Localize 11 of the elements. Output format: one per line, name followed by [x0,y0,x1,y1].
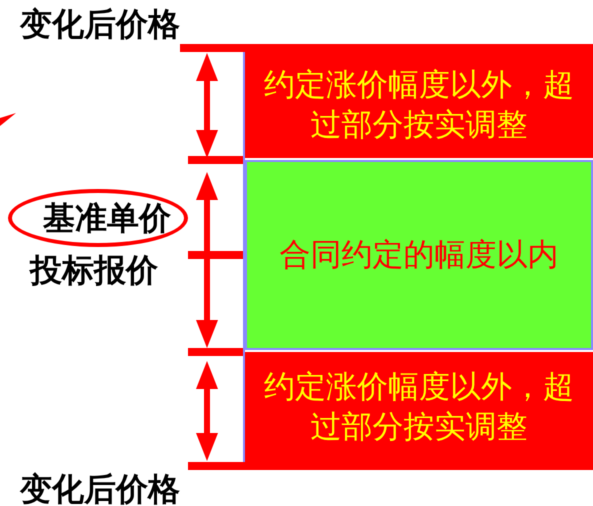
label: 变化后价格 [20,473,180,505]
label: 变化后价格 [20,8,180,40]
box-text: 约定涨价幅度以外，超过部分按实调整 [263,368,575,447]
text-box [245,160,593,350]
label: 投标报价 [30,254,158,286]
text-box [245,52,593,158]
box-text: 合同约定的幅度以内 [278,236,560,275]
text-box [245,352,593,462]
circled-label [8,189,188,247]
label: 基准单价 [42,202,171,234]
box-text: 约定涨价幅度以外，超过部分按实调整 [263,66,575,145]
